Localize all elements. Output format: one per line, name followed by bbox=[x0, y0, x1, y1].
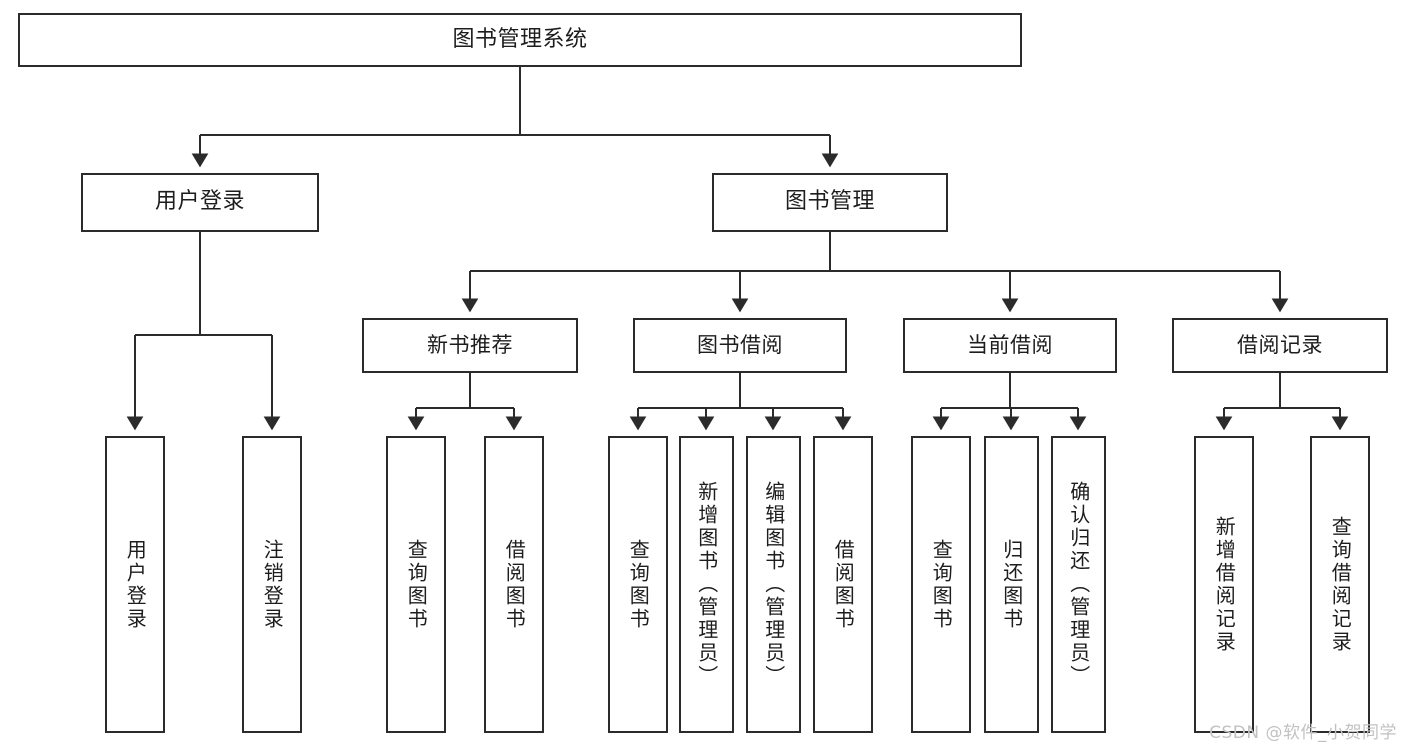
node-user-login[interactable]: 用户登录 bbox=[81, 173, 319, 232]
node-root[interactable]: 图书管理系统 bbox=[18, 13, 1022, 67]
node-book-manage[interactable]: 图书管理 bbox=[712, 173, 948, 232]
node-leaf-query-book-3-label: 查询图书 bbox=[929, 538, 954, 631]
node-leaf-edit-book[interactable]: 编辑图书（管理员） bbox=[746, 436, 801, 733]
node-leaf-borrow-book-2-label: 借阅图书 bbox=[831, 538, 856, 631]
node-leaf-add-borrow-record-label: 新增借阅记录 bbox=[1212, 515, 1237, 654]
node-root-label: 图书管理系统 bbox=[452, 26, 588, 52]
node-leaf-query-book-1[interactable]: 查询图书 bbox=[386, 436, 446, 733]
node-current-borrow-label: 当前借阅 bbox=[967, 332, 1053, 357]
node-borrow-record-label: 借阅记录 bbox=[1237, 332, 1323, 357]
node-leaf-return-book-label: 归还图书 bbox=[999, 538, 1024, 631]
node-leaf-confirm-return-label: 确认归还（管理员） bbox=[1066, 481, 1091, 688]
node-new-book-recommend[interactable]: 新书推荐 bbox=[362, 318, 578, 373]
node-book-borrow-label: 图书借阅 bbox=[697, 332, 783, 357]
node-leaf-borrow-book-1[interactable]: 借阅图书 bbox=[484, 436, 544, 733]
node-leaf-add-book-label: 新增图书（管理员） bbox=[694, 481, 719, 688]
node-leaf-user-logout[interactable]: 注销登录 bbox=[242, 436, 302, 733]
node-leaf-borrow-book-2[interactable]: 借阅图书 bbox=[813, 436, 873, 733]
node-current-borrow[interactable]: 当前借阅 bbox=[903, 318, 1117, 373]
node-user-login-label: 用户登录 bbox=[154, 189, 245, 215]
node-book-manage-label: 图书管理 bbox=[784, 189, 875, 215]
node-leaf-return-book[interactable]: 归还图书 bbox=[984, 436, 1039, 733]
node-leaf-user-login-label: 用户登录 bbox=[123, 538, 148, 631]
node-book-borrow[interactable]: 图书借阅 bbox=[633, 318, 847, 373]
node-leaf-edit-book-label: 编辑图书（管理员） bbox=[761, 481, 786, 688]
node-leaf-query-borrow-record-label: 查询借阅记录 bbox=[1328, 515, 1353, 654]
node-leaf-confirm-return[interactable]: 确认归还（管理员） bbox=[1051, 436, 1106, 733]
node-leaf-query-book-2[interactable]: 查询图书 bbox=[608, 436, 668, 733]
node-leaf-user-login[interactable]: 用户登录 bbox=[105, 436, 165, 733]
node-leaf-user-logout-label: 注销登录 bbox=[260, 538, 285, 631]
node-leaf-query-book-1-label: 查询图书 bbox=[404, 538, 429, 631]
csdn-watermark: CSDN @软件_小贺同学 bbox=[1209, 723, 1397, 743]
node-leaf-query-book-2-label: 查询图书 bbox=[626, 538, 651, 631]
node-leaf-query-borrow-record[interactable]: 查询借阅记录 bbox=[1310, 436, 1370, 733]
node-leaf-add-book[interactable]: 新增图书（管理员） bbox=[679, 436, 734, 733]
node-new-book-recommend-label: 新书推荐 bbox=[427, 332, 513, 357]
node-leaf-borrow-book-1-label: 借阅图书 bbox=[502, 538, 527, 631]
node-leaf-query-book-3[interactable]: 查询图书 bbox=[911, 436, 971, 733]
node-leaf-add-borrow-record[interactable]: 新增借阅记录 bbox=[1194, 436, 1254, 733]
node-borrow-record[interactable]: 借阅记录 bbox=[1172, 318, 1388, 373]
